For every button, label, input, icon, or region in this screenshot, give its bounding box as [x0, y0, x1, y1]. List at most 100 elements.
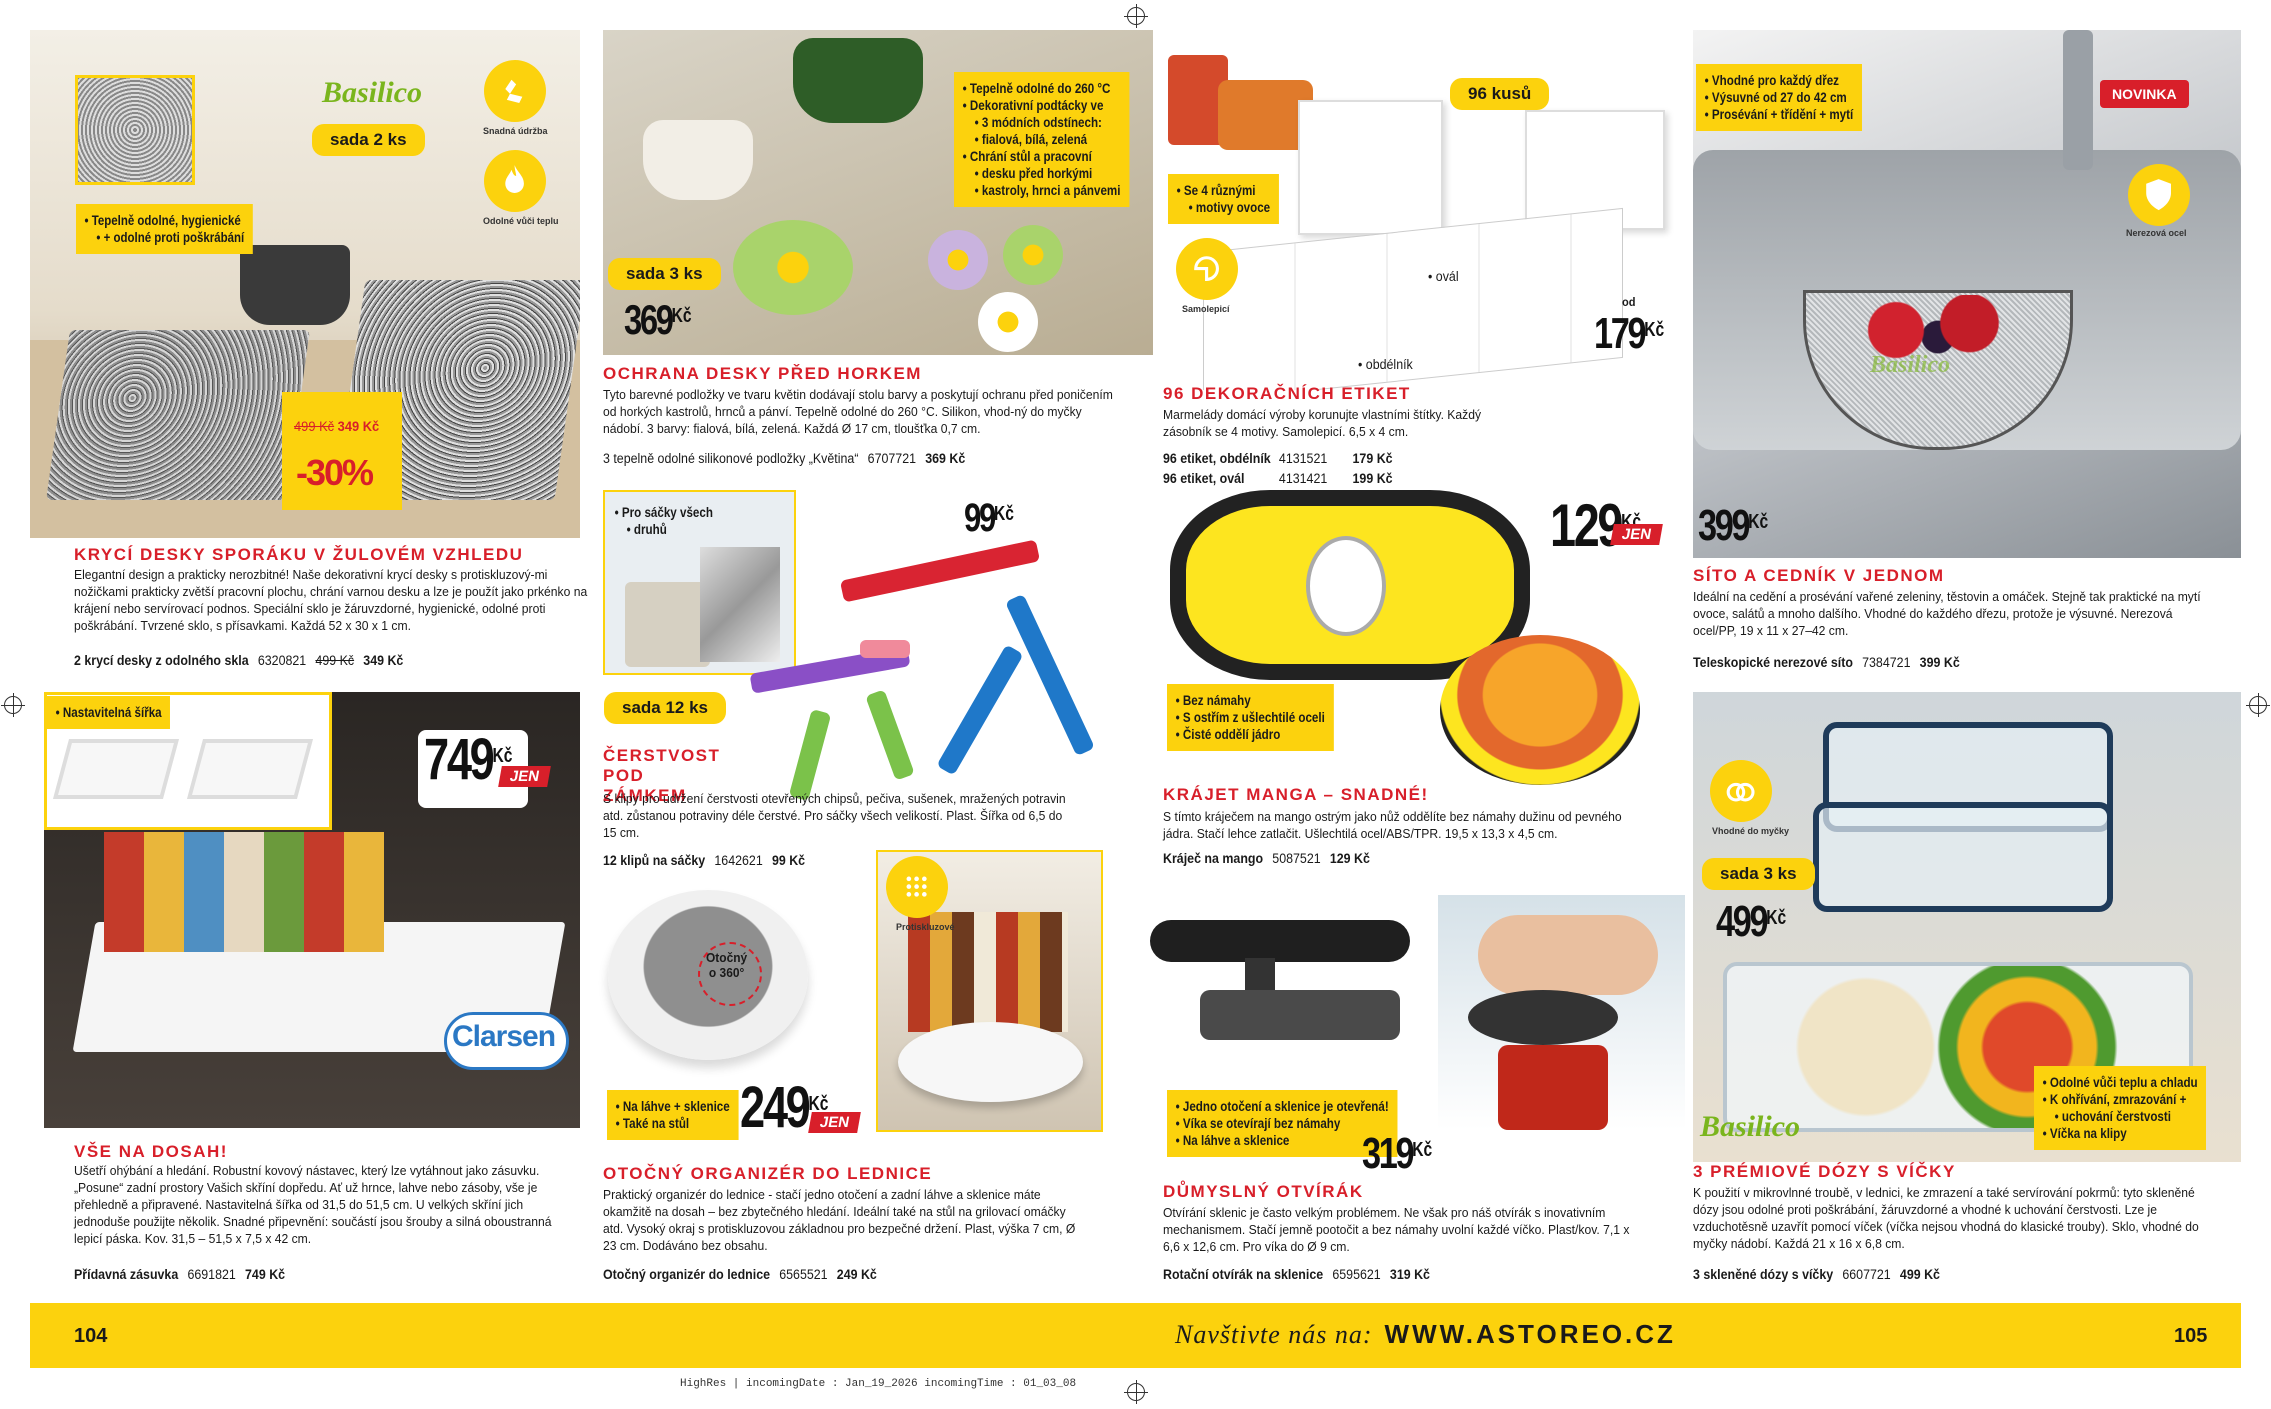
clip-blue	[1005, 593, 1095, 757]
shield-steel-icon	[2128, 164, 2190, 226]
bullet-item: fialová, bílá, zelená	[963, 131, 1121, 148]
registration-mark-left	[1, 693, 25, 717]
product-description: Ušetří ohýbání a hledání. Robustní kovov…	[74, 1163, 552, 1246]
product-description: Otvírání sklenic je často velkým problém…	[1163, 1205, 1630, 1254]
product-description: Tyto barevné podložky ve tvaru květin do…	[603, 387, 1113, 436]
blade	[1306, 536, 1386, 636]
badge-label: Nerezová ocel	[2126, 228, 2187, 238]
bullet-item: Pro sáčky všech	[615, 504, 713, 521]
only-badge: JEN	[808, 1112, 862, 1133]
print-metadata: HighRes | incomingDate : Jan_19_2026 inc…	[680, 1378, 1077, 1390]
clarsen-logo: Clarsen	[452, 1020, 556, 1053]
bullet-item: kastroly, hrnci a pánvemi	[963, 182, 1121, 199]
bullet-item: Čisté oddělí jádro	[1176, 726, 1325, 743]
product-description: S tímto kráječem na mango ostrým jako nů…	[1163, 809, 1622, 841]
label-oval: • ovál	[1428, 269, 1459, 284]
feature-bullets: Jedno otočení a sklenice je otevřená! Ví…	[1167, 1090, 1398, 1157]
discount-tag	[282, 392, 402, 510]
strawberries	[1833, 295, 2043, 365]
product-title: VŠE NA DOSAH!	[74, 1142, 228, 1161]
daisy-purple	[928, 230, 988, 290]
hand	[1478, 915, 1658, 995]
old-price: 499 Kč 349 Kč	[294, 418, 380, 434]
price: 749Kč	[424, 727, 513, 792]
bullet-item: Na láhve a sklenice	[1176, 1132, 1389, 1149]
price: 499Kč	[1716, 897, 1787, 946]
badge-label: Vhodné do myčky	[1712, 826, 1790, 836]
price-from: od	[1622, 295, 1636, 309]
website-line: Navštivte nás na: WWW.ASTOREO.CZ	[1175, 1319, 1676, 1350]
product-title: KRYCÍ DESKY SPORÁKU V ŽULOVÉM VZHLEDU	[74, 545, 524, 564]
bullet-item: Chrání stůl a pracovní	[963, 148, 1121, 165]
opener-handle	[1150, 920, 1410, 962]
anti-slip-icon	[886, 856, 948, 918]
only-badge: JEN	[498, 766, 552, 787]
bullet-item: Víčka na klipy	[2043, 1125, 2198, 1142]
opener-in-use-photo	[1438, 895, 1685, 1130]
drawer-sketch	[52, 739, 180, 799]
bullet-item: Prosévání + třídění + mytí	[1705, 106, 1853, 123]
glass-container	[1813, 802, 2113, 912]
badge-label: Odolné vůči teplu	[483, 216, 559, 226]
hand-cleaning-icon	[484, 60, 546, 122]
feature-bullets: Se 4 různými motivy ovoce	[1168, 174, 1279, 224]
bullet-item: druhů	[615, 521, 713, 538]
bullet-item: Nastavitelná šířka	[56, 704, 162, 721]
feature-bullets: Pro sáčky všech druhů	[606, 496, 722, 546]
bullet-item: Víka se otevírají bez námahy	[1176, 1115, 1389, 1132]
bullet-item: Odolné vůči teplu a chladu	[2043, 1074, 2198, 1091]
price: 249Kč	[740, 1075, 829, 1140]
feature-bullets: Nastavitelná šířka	[47, 696, 171, 729]
feature-bullets: Na láhve + sklenice Také na stůl	[607, 1090, 739, 1140]
bullet-item: Také na stůl	[616, 1115, 730, 1132]
product-title: KRÁJET MANGA – SNADNÉ!	[1163, 785, 1429, 804]
website-link[interactable]: WWW.ASTOREO.CZ	[1384, 1319, 1676, 1349]
feature-bullets: Tepelně odolné do 260 °C Dekorativní pod…	[954, 72, 1130, 207]
bullet-item: motivy ovoce	[1177, 199, 1270, 216]
clip-green	[865, 689, 915, 781]
foil-bag	[700, 547, 780, 662]
price: 319Kč	[1362, 1129, 1433, 1178]
bullet-item: Výsuvné od 27 do 42 cm	[1705, 89, 1854, 106]
clip-red	[839, 539, 1041, 603]
page-number-right: 105	[2174, 1325, 2208, 1347]
bullet-item: Na láhve + sklenice	[616, 1098, 730, 1115]
bottles	[908, 912, 1068, 1032]
registration-mark-top	[1124, 4, 1148, 28]
order-line: 3 tepelně odolné silikonové podložky „Kv…	[603, 451, 966, 466]
feature-bullets: Tepelně odolné, hygienické + odolné prot…	[76, 204, 253, 254]
jar-opener	[1150, 920, 1410, 1050]
product-description: Ideální na cedění a prosévání vařené zel…	[1693, 589, 2201, 638]
set-badge: sada 12 ks	[604, 692, 727, 724]
granite-board-inset	[75, 75, 195, 185]
bag-of-food	[625, 582, 710, 667]
basilico-logo: Basilico	[322, 76, 423, 109]
bullet-item: K ohřívání, zmrazování +	[2043, 1091, 2198, 1108]
granite-board-left	[46, 330, 310, 500]
discount-percent: -30%	[296, 452, 374, 493]
badge-label: Samolepicí	[1182, 304, 1230, 314]
bullet-item: desku před horkými	[963, 165, 1121, 182]
bullet-item: Jedno otočení a sklenice je otevřená!	[1176, 1098, 1389, 1115]
product-description: Elegantní design a prakticky nerozbitné!…	[74, 567, 588, 633]
product-title: ČERSTVOST POD ZÁMKEM	[603, 746, 721, 805]
clip-pink	[860, 640, 910, 658]
visit-text: Navštivte nás na:	[1175, 1320, 1373, 1349]
clip-green	[788, 708, 832, 802]
clip-blue	[936, 644, 1024, 776]
bullet-item: Se 4 různými	[1177, 182, 1271, 199]
bullet-item: Bez námahy	[1176, 692, 1325, 709]
set-badge: 96 kusů	[1450, 78, 1550, 110]
daisy-white	[978, 292, 1038, 352]
price: 129Kč	[1550, 492, 1642, 559]
opener-ring	[1468, 990, 1618, 1045]
product-title: OTOČNÝ ORGANIZÉR DO LEDNICE	[603, 1164, 933, 1183]
dishwasher-icon	[1710, 760, 1772, 822]
set-badge: sada 2 ks	[312, 124, 425, 156]
